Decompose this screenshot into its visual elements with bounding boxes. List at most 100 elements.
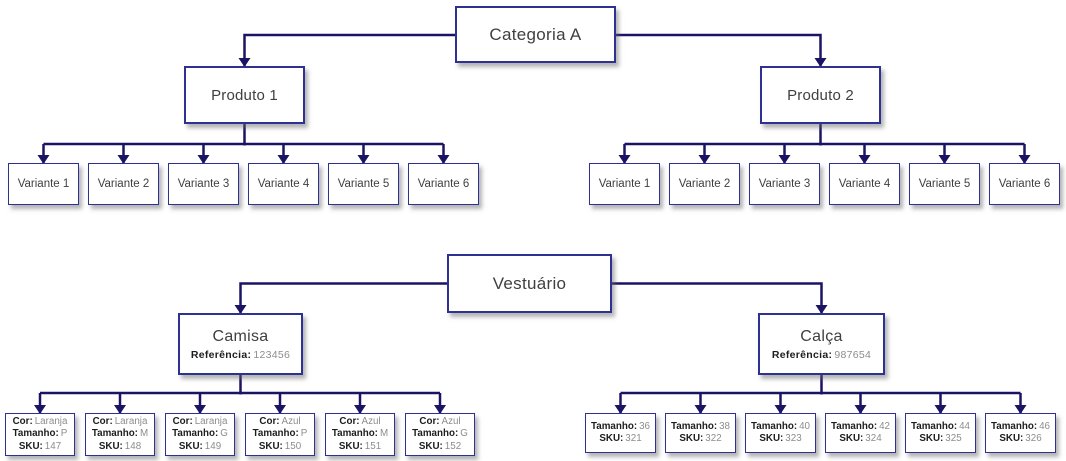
cor-value: Laranja [114,415,148,427]
sku-node: Cor:Laranja Tamanho:P SKU:147 [5,413,75,456]
tamanho-value: 40 [799,420,810,432]
cor-value: Azul [361,415,381,427]
tamanho-value: 44 [959,420,970,432]
tamanho-value: G [220,428,228,440]
tamanho-value: G [460,428,468,440]
tamanho-value: M [139,428,149,440]
sku-label: SKU: [679,433,704,444]
tamanho-line: Tamanho:P [13,428,68,441]
tamanho-line: Tamanho:M [332,428,388,441]
tamanho-line: Tamanho:P [253,428,308,441]
tamanho-value: 46 [1039,420,1050,432]
variant-label: Variante 5 [337,178,390,190]
variant-label: Variante 1 [17,178,70,190]
cor-value: Laranja [34,415,68,427]
referencia-value: 123456 [253,348,291,361]
tamanho-line: Tamanho:42 [831,421,890,434]
sku-value: 321 [625,433,642,444]
cor-value: Azul [281,415,301,427]
sku-node: Tamanho:38 SKU:322 [665,413,736,453]
sku-label: SKU: [599,433,624,444]
sku-label: SKU: [418,440,443,452]
sku-node: Cor:Azul Tamanho:P SKU:150 [245,413,315,456]
tamanho-label: Tamanho: [331,428,378,440]
variant-label: Variante 3 [177,178,230,190]
variant-node: Variante 4 [248,163,319,205]
cor-line: Cor:Laranja [173,416,228,429]
node-camisa: Camisa Referência:123456 [178,313,303,375]
sku-node: Cor:Laranja Tamanho:M SKU:148 [85,413,155,456]
node-produto-1: Produto 1 [184,66,305,124]
tamanho-line: Tamanho:G [412,428,468,441]
tamanho-label: Tamanho: [991,420,1038,432]
tamanho-label: Tamanho: [751,420,798,432]
node-title: Camisa [212,327,269,345]
node-title: Calça [800,327,843,345]
cor-line: Cor:Azul [419,416,460,429]
sku-node: Cor:Azul Tamanho:M SKU:151 [325,413,395,456]
sku-value: 322 [705,433,722,444]
sku-label: SKU: [258,440,283,452]
tamanho-line: Tamanho:G [172,428,228,441]
sku-value: 326 [1025,433,1042,444]
sku-line: SKU:151 [339,441,381,454]
variant-node: Variante 5 [328,163,399,205]
sku-line: SKU:321 [599,433,641,446]
cor-label: Cor: [419,415,440,427]
sku-line: SKU:322 [679,433,721,446]
variant-label: Variante 1 [598,178,651,190]
tamanho-value: M [379,428,389,440]
tamanho-line: Tamanho:44 [911,421,970,434]
referencia-label: Referência: [190,348,252,361]
tamanho-line: Tamanho:46 [991,421,1050,434]
variant-node: Variante 6 [408,163,479,205]
sku-label: SKU: [98,440,123,452]
node-produto-2: Produto 2 [760,66,881,124]
tree2-connectors [34,282,1027,414]
sku-line: SKU:152 [419,441,461,454]
variant-node: Variante 1 [589,163,660,205]
sku-label: SKU: [338,440,363,452]
referencia-line: Referência:987654 [772,349,871,361]
sku-line: SKU:326 [999,433,1041,446]
variant-label: Variante 4 [838,178,891,190]
sku-value: 152 [444,440,462,452]
sku-node: Tamanho:46 SKU:326 [985,413,1056,453]
tamanho-label: Tamanho: [591,420,638,432]
sku-node: Cor:Azul Tamanho:G SKU:152 [405,413,475,456]
variant-node: Variante 2 [669,163,740,205]
referencia-value: 987654 [834,348,872,361]
sku-label: SKU: [919,433,944,444]
cor-value: Azul [441,415,461,427]
tamanho-label: Tamanho: [252,428,299,440]
cor-label: Cor: [12,415,33,427]
cor-label: Cor: [92,415,113,427]
tamanho-value: 36 [639,420,650,432]
tamanho-value: 42 [879,420,890,432]
variant-label: Variante 3 [758,178,811,190]
variant-node: Variante 4 [829,163,900,205]
variant-node: Variante 3 [749,163,820,205]
sku-line: SKU:147 [19,441,61,454]
referencia-label: Referência: [771,348,833,361]
variant-node: Variante 2 [88,163,159,205]
variant-label: Variante 5 [918,178,971,190]
sku-label: SKU: [18,440,43,452]
tamanho-label: Tamanho: [412,428,459,440]
tamanho-label: Tamanho: [91,428,138,440]
variant-node: Variante 3 [168,163,239,205]
sku-value: 150 [284,440,302,452]
referencia-line: Referência:123456 [191,349,290,361]
sku-node: Tamanho:40 SKU:323 [745,413,816,453]
sku-line: SKU:324 [839,433,881,446]
sku-value: 147 [44,440,62,452]
variant-node: Variante 5 [909,163,980,205]
tamanho-value: P [60,428,68,440]
node-title: Produto 1 [211,86,278,104]
sku-value: 148 [124,440,142,452]
sku-node: Tamanho:44 SKU:325 [905,413,976,453]
sku-label: SKU: [999,433,1024,444]
tamanho-label: Tamanho: [831,420,878,432]
